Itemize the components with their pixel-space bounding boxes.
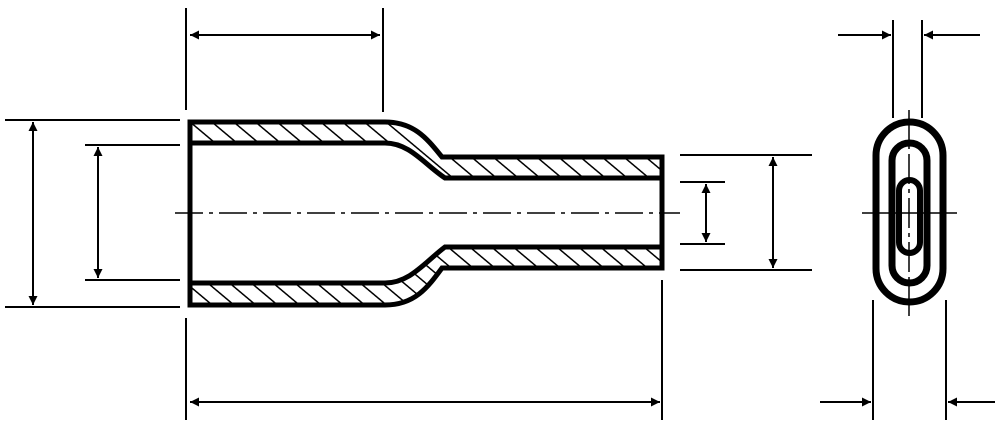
end-view bbox=[862, 110, 957, 320]
side-view bbox=[175, 119, 680, 308]
bottom-wall bbox=[187, 244, 665, 308]
dimensions bbox=[5, 8, 995, 420]
top-wall bbox=[187, 119, 665, 181]
